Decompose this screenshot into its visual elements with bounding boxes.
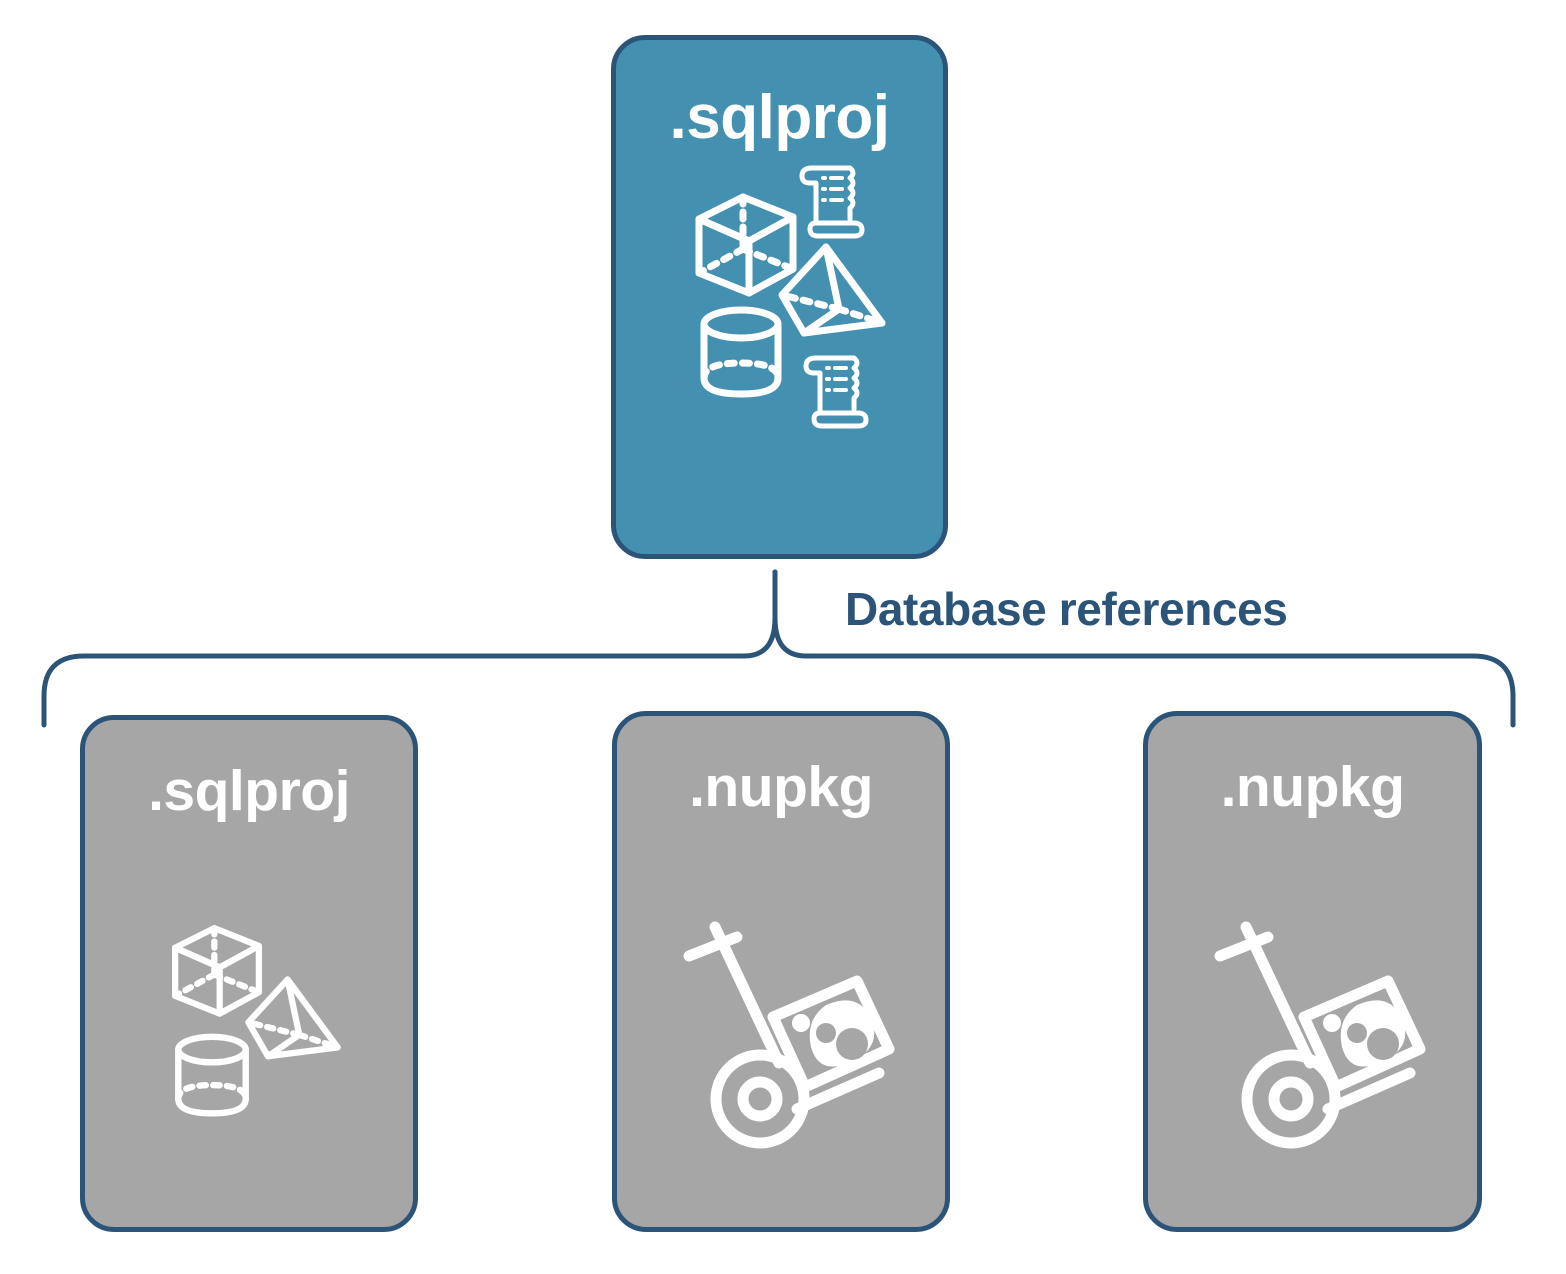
reference-card-title: .nupkg (1220, 755, 1405, 819)
pyramid-icon (778, 243, 886, 337)
cylinder-icon (700, 306, 782, 398)
reference-card-nupkg-2[interactable]: .nupkg (1143, 711, 1482, 1232)
bracket-label: Database references (845, 583, 1288, 635)
reference-card-icon-area (85, 820, 413, 1227)
cylinder-icon (175, 1033, 249, 1117)
hand-truck-package-icon (683, 921, 895, 1149)
root-card-title: .sqlproj (669, 83, 890, 152)
hand-truck-package-icon (1214, 921, 1426, 1149)
reference-card-icon-area (1148, 816, 1477, 1227)
reference-card-title: .nupkg (689, 755, 873, 819)
cube-icon (695, 193, 797, 297)
root-project-card-sqlproj[interactable]: .sqlproj (611, 35, 948, 559)
root-card-icon-area (616, 155, 943, 455)
reference-card-icon-area (617, 816, 945, 1227)
cube-icon (172, 925, 262, 1017)
database-references-bracket (41, 569, 1516, 728)
reference-card-sqlproj[interactable]: .sqlproj (80, 715, 418, 1232)
reference-card-nupkg-1[interactable]: .nupkg (612, 711, 950, 1232)
reference-card-title: .sqlproj (148, 759, 350, 823)
scroll-icon (803, 355, 869, 429)
pyramid-icon (245, 976, 341, 1060)
scroll-icon (799, 165, 865, 239)
